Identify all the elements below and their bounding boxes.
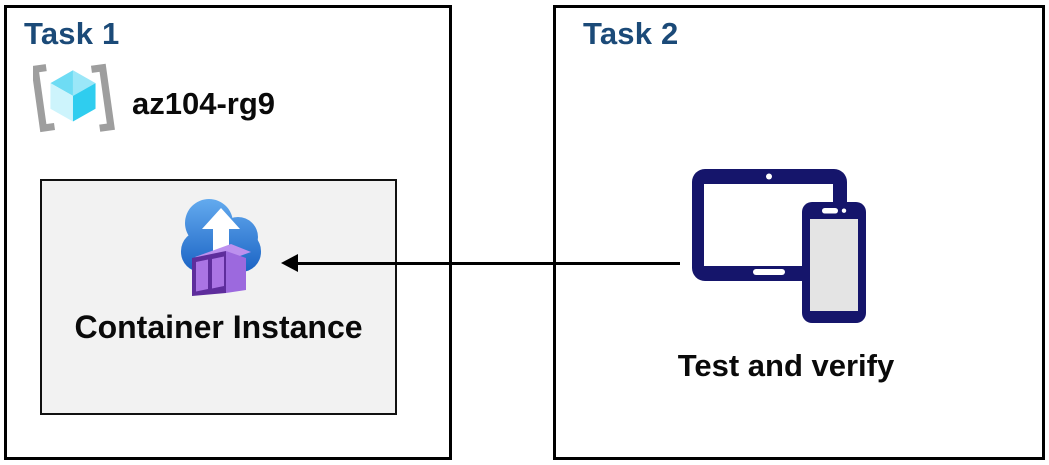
resource-group-name: az104-rg9	[132, 85, 276, 121]
container-instance-box: Container Instance	[40, 179, 397, 415]
container-instance-label: Container Instance	[74, 309, 363, 345]
tablet-phone-icon	[692, 166, 867, 331]
container-instance-icon	[169, 196, 269, 303]
task2-panel: Task 2 Test and verify	[553, 5, 1045, 460]
task1-title: Task 1	[24, 16, 120, 51]
task1-panel: Task 1 az104-rg9	[4, 5, 452, 460]
resource-group-row: az104-rg9	[31, 62, 276, 145]
resource-group-icon	[31, 62, 115, 145]
arrow-line	[295, 262, 680, 265]
task2-title: Task 2	[583, 16, 679, 51]
arrow-head-left-icon	[281, 254, 298, 272]
test-verify-label: Test and verify	[677, 348, 895, 383]
